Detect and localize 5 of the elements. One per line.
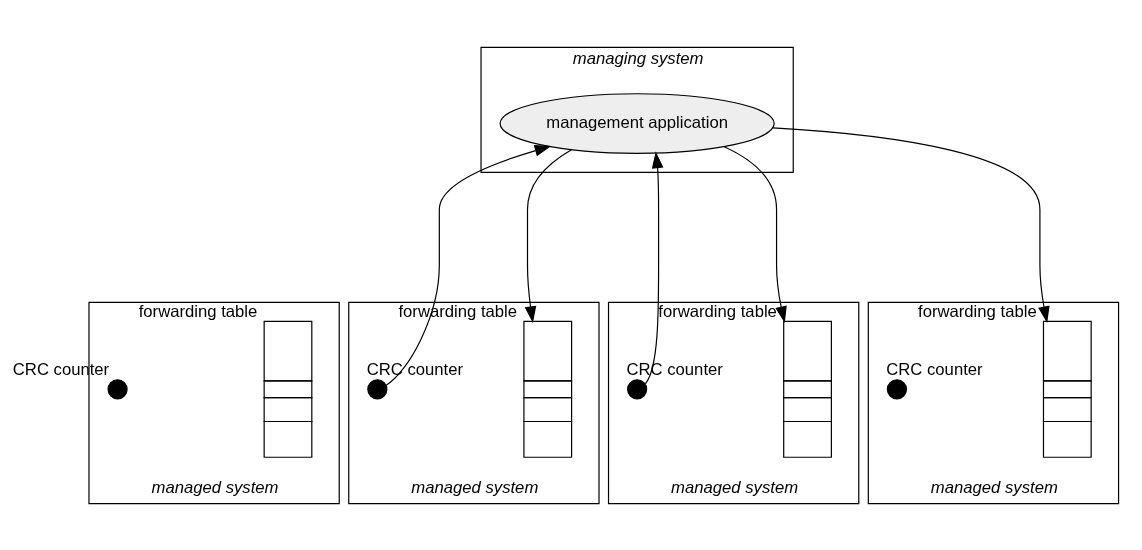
node-label: forwarding table: [658, 301, 777, 321]
node-label: forwarding table: [138, 301, 258, 321]
node-label: CRC counter: [366, 359, 464, 379]
node-label: forwarding table: [918, 301, 1037, 321]
node-label: CRC counter: [886, 359, 983, 379]
